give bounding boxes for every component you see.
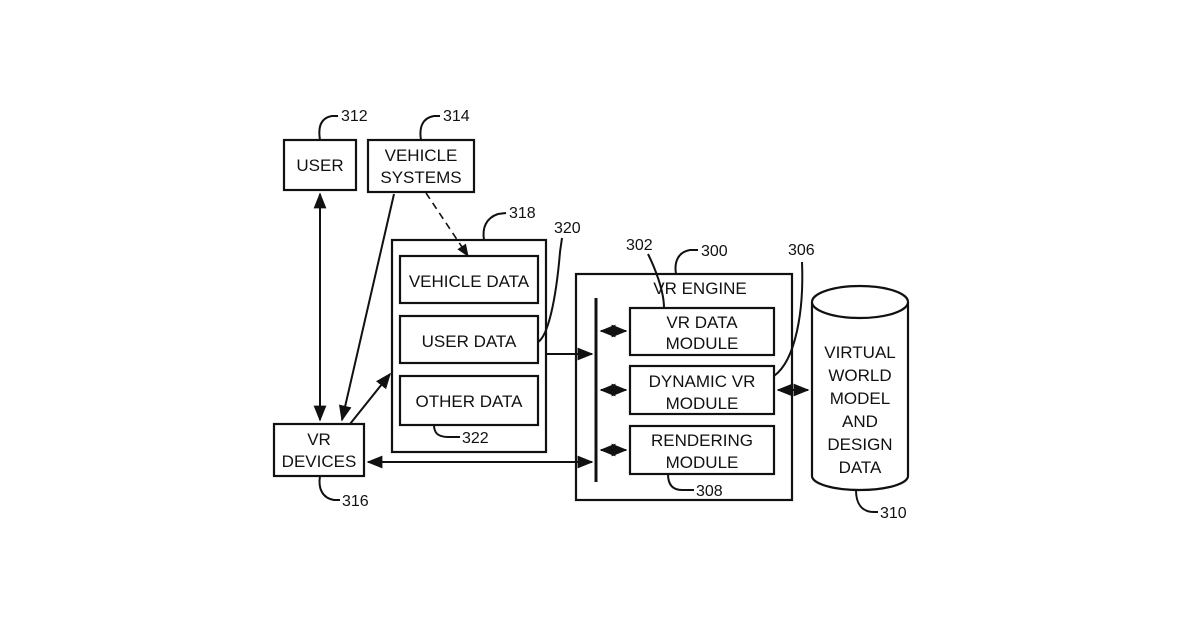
user-node: USER 312	[284, 108, 368, 190]
other-data-ref: 322	[462, 430, 489, 447]
virtual-world-label-1: VIRTUAL	[824, 343, 896, 362]
vehicle-systems-ref: 314	[443, 108, 470, 125]
vr-engine-ref-leader	[676, 250, 698, 274]
vr-data-module-label-1: VR DATA	[666, 313, 738, 332]
other-data-label: OTHER DATA	[415, 392, 523, 411]
vehicle-systems-to-devices-arrow	[342, 194, 394, 420]
rendering-module-label-1: RENDERING	[651, 431, 753, 450]
user-ref: 312	[341, 108, 368, 125]
rendering-module-label-2: MODULE	[666, 453, 739, 472]
data-store-node: 318 VEHICLE DATA USER DATA OTHER DATA 32…	[392, 205, 581, 452]
vr-devices-node: VR DEVICES 316	[274, 424, 369, 510]
vehicle-systems-ref-leader	[420, 116, 440, 140]
vr-engine-ref: 300	[701, 243, 728, 260]
vr-engine-label: VR ENGINE	[653, 279, 747, 298]
dynamic-vr-module-label-1: DYNAMIC VR	[649, 372, 756, 391]
user-ref-leader	[319, 116, 338, 140]
link-ref: 320	[554, 220, 581, 237]
virtual-world-label-4: AND	[842, 412, 878, 431]
vr-devices-ref-leader	[320, 476, 340, 500]
user-label: USER	[296, 156, 343, 175]
dynamic-vr-module-ref: 306	[788, 242, 815, 259]
data-store-ref: 318	[509, 205, 536, 222]
dynamic-vr-module-label-2: MODULE	[666, 394, 739, 413]
virtual-world-ref: 310	[880, 505, 907, 522]
vr-data-module-label-2: MODULE	[666, 334, 739, 353]
cylinder-top	[812, 286, 908, 318]
vehicle-systems-label-1: VEHICLE	[385, 146, 458, 165]
virtual-world-ref-leader	[856, 490, 878, 512]
data-store-ref-leader	[484, 213, 506, 240]
vr-devices-label-2: DEVICES	[282, 452, 357, 471]
virtual-world-label-6: DATA	[839, 458, 882, 477]
rendering-module-ref: 308	[696, 483, 723, 500]
vr-devices-label-1: VR	[307, 430, 331, 449]
virtual-world-label-3: MODEL	[830, 389, 890, 408]
vehicle-systems-label-2: SYSTEMS	[380, 168, 461, 187]
user-data-label: USER DATA	[422, 332, 517, 351]
virtual-world-node: VIRTUAL WORLD MODEL AND DESIGN DATA 310	[812, 286, 908, 522]
devices-to-data-store-arrow	[350, 374, 390, 424]
vehicle-data-label: VEHICLE DATA	[409, 272, 530, 291]
vehicle-systems-node: VEHICLE SYSTEMS 314	[368, 108, 474, 192]
vr-engine-node: VR ENGINE 300 VR DATA MODULE 302 DYNAMIC…	[576, 237, 815, 500]
vr-devices-ref: 316	[342, 493, 369, 510]
vr-data-module-ref: 302	[626, 237, 653, 254]
virtual-world-label-5: DESIGN	[827, 435, 892, 454]
virtual-world-label-2: WORLD	[828, 366, 891, 385]
